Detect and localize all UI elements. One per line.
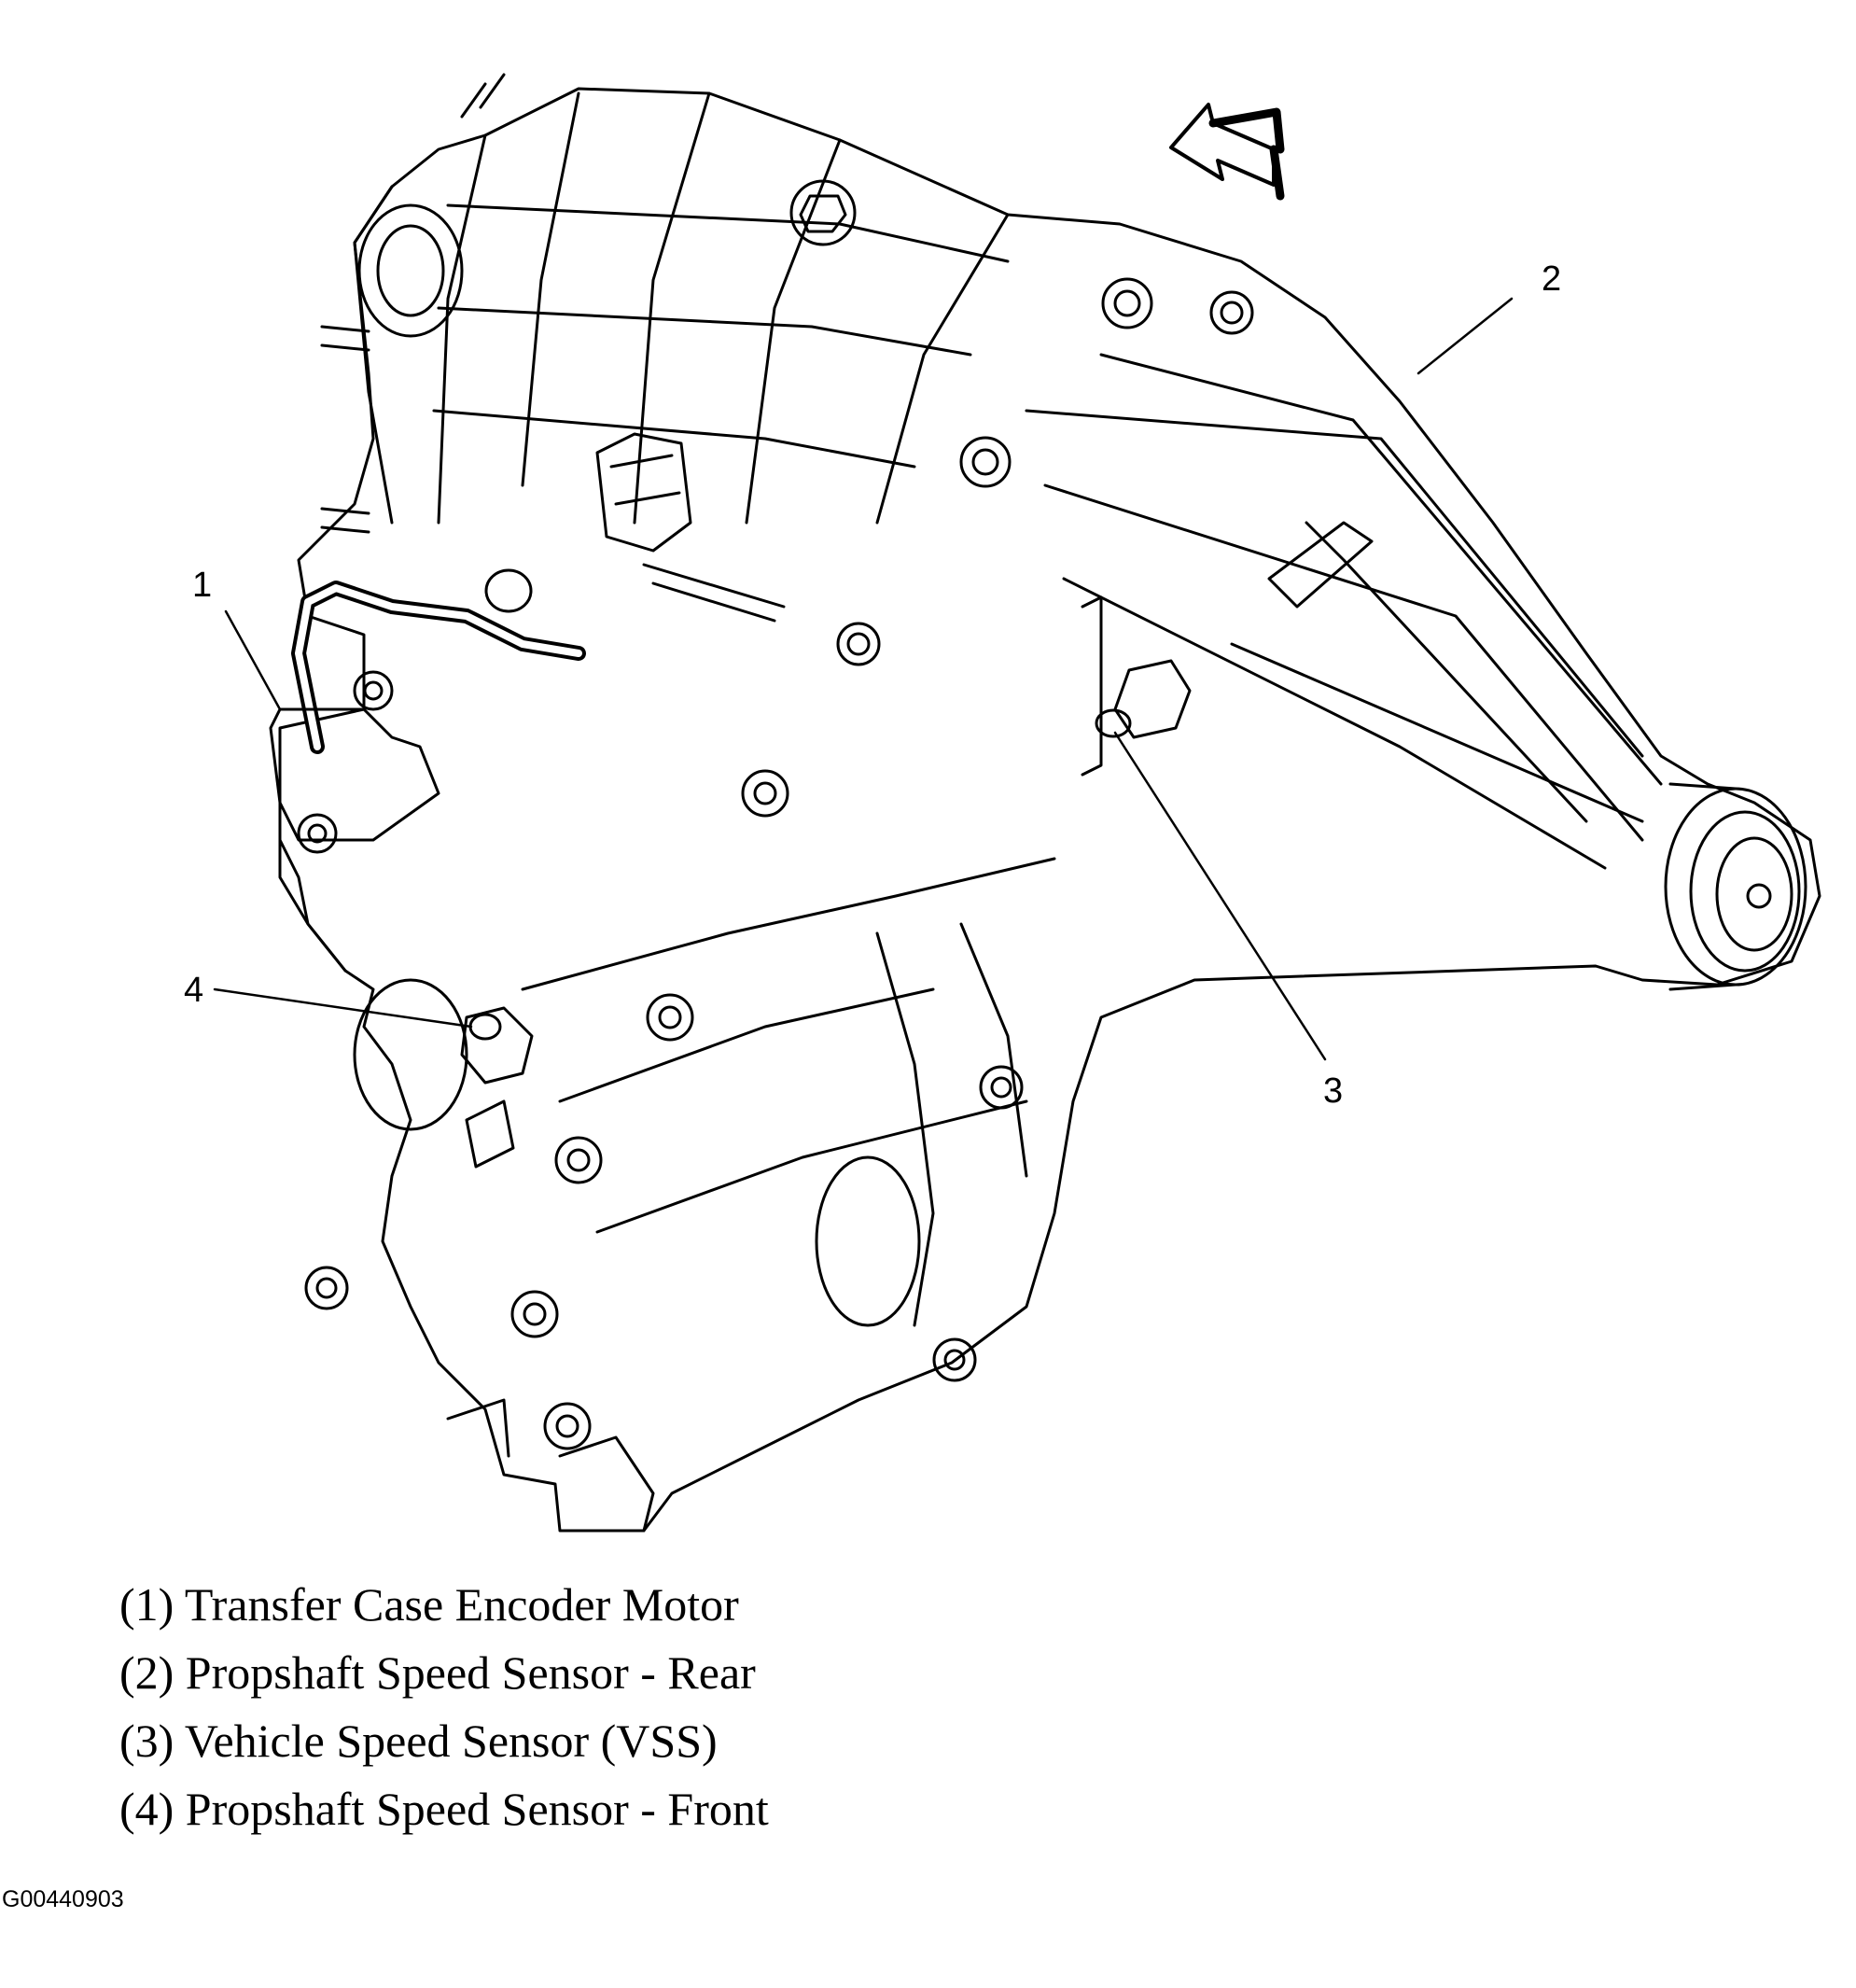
callout-4-number: 4 bbox=[184, 971, 204, 1010]
transfer-case-housing bbox=[269, 73, 1821, 1533]
figure-id: G00440903 bbox=[2, 1886, 124, 1912]
forward-arrow-icon bbox=[1169, 103, 1285, 201]
callout-2-leader bbox=[1416, 297, 1514, 375]
legend-item-1: (1) Transfer Case Encoder Motor bbox=[119, 1578, 739, 1631]
callout-3-leader bbox=[1113, 731, 1327, 1061]
callout-1-leader bbox=[224, 609, 282, 711]
callout-2-number: 2 bbox=[1542, 259, 1562, 299]
callout-3-number: 3 bbox=[1323, 1071, 1344, 1111]
legend-item-2: (2) Propshaft Speed Sensor - Rear bbox=[119, 1646, 756, 1699]
legend: (1) Transfer Case Encoder Motor (2) Prop… bbox=[119, 1571, 769, 1843]
front-propshaft-sensor bbox=[460, 1006, 534, 1085]
transfer-case-illustration bbox=[213, 73, 1821, 1533]
callout-4-leader bbox=[213, 987, 473, 1029]
legend-item-4: (4) Propshaft Speed Sensor - Front bbox=[119, 1783, 769, 1835]
vss-sensor bbox=[1081, 595, 1192, 777]
callout-1-number: 1 bbox=[192, 566, 213, 605]
legend-item-3: (3) Vehicle Speed Sensor (VSS) bbox=[119, 1715, 718, 1767]
